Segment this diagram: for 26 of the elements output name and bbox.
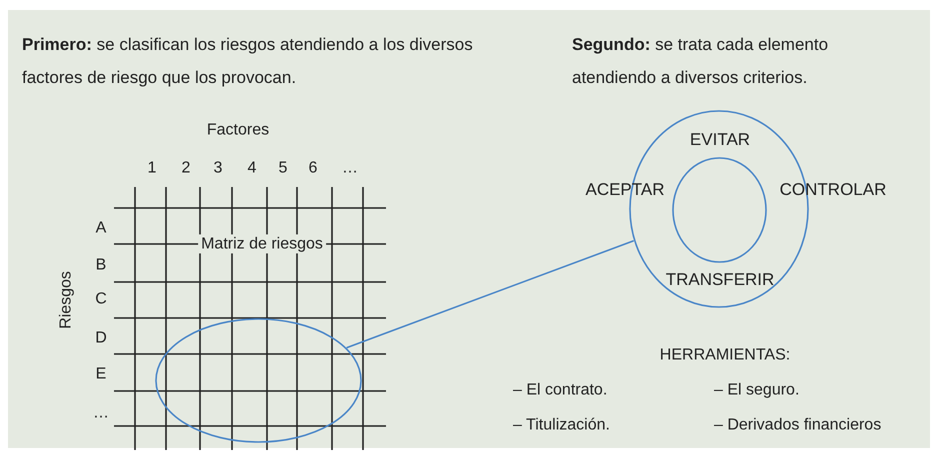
row-label: A	[96, 218, 106, 238]
column-label: 1	[148, 158, 156, 178]
column-label: 2	[182, 158, 190, 178]
row-label: B	[96, 255, 106, 275]
strategy-label: TRANSFERIR	[666, 270, 774, 290]
row-label: C	[95, 289, 107, 309]
axis-title: Riesgos	[56, 271, 76, 329]
column-label: 6	[308, 158, 318, 178]
connector-line	[346, 240, 634, 348]
column-label: 3	[214, 158, 222, 178]
axis-title: Factores	[206, 120, 270, 140]
list-item: – Derivados financieros	[714, 415, 882, 435]
list-heading: HERRAMIENTAS:	[660, 345, 790, 365]
list-item: – El seguro.	[714, 380, 800, 400]
column-label: 5	[278, 158, 288, 178]
matrix-title: Matriz de riesgos	[198, 234, 326, 254]
row-label: D	[95, 328, 107, 348]
list-item: – Titulización.	[513, 415, 610, 435]
intro-paragraph: Segundo: se trata cada elemento atendiendo a diversos criterios.	[572, 34, 830, 90]
intro-paragraph: Primero: se clasifican los riesgos atendiendo a los diversos factores de riesgo que los provocan.	[22, 34, 474, 90]
row-label: …	[93, 403, 109, 423]
column-label: 4	[248, 158, 256, 178]
strategy-label: EVITAR	[690, 130, 750, 150]
row-label: E	[96, 364, 106, 384]
list-item: – El contrato.	[513, 380, 608, 400]
column-label: …	[342, 158, 358, 178]
